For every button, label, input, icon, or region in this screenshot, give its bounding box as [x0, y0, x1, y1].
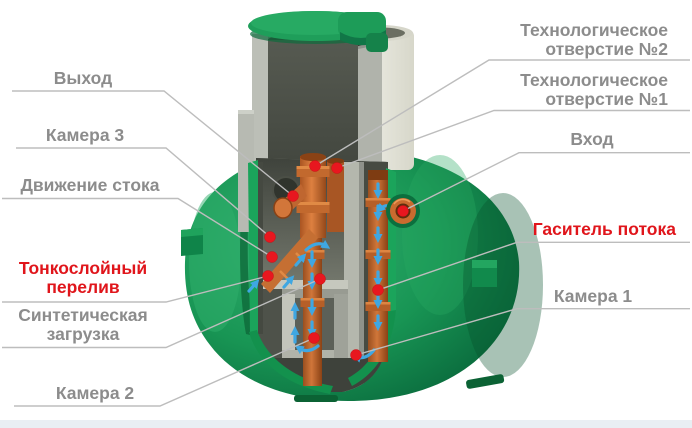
leader-gasitel	[377, 241, 690, 291]
label-chamber-1: Камера 1	[553, 286, 633, 306]
leader-lines	[2, 59, 690, 407]
left-lug-icon	[181, 228, 203, 256]
footer-strip	[0, 420, 692, 428]
label-flow-movement: Движение стока	[20, 175, 160, 195]
leader-vyhod	[12, 90, 294, 197]
leader-kamera1	[355, 308, 690, 356]
label-thin-layer-overflow: Тонкослойный перелив	[18, 258, 148, 297]
marker-dot	[262, 270, 274, 282]
leader-tehn2	[314, 59, 690, 167]
label-chamber-2: Камера 2	[55, 383, 135, 403]
marker-dot	[397, 205, 409, 217]
marker-dot	[331, 162, 343, 174]
label-synthetic-media: Синтетическая загрузка	[18, 305, 148, 344]
leader-sintet	[2, 278, 321, 349]
tank-lid	[248, 11, 388, 52]
marker-dot	[287, 190, 299, 202]
marker-dot	[264, 231, 276, 243]
label-service-opening-2: Технологическое отверстие №2	[520, 20, 668, 59]
marker-dot	[314, 273, 326, 285]
marker-dot	[372, 284, 384, 296]
leader-kamera2	[14, 337, 315, 407]
marker-dot	[350, 349, 362, 361]
label-inlet: Вход	[570, 129, 614, 149]
label-flow-damper: Гаситель потока	[532, 219, 676, 239]
right-lug-icon	[472, 260, 497, 287]
leader-dvizhenie	[2, 197, 273, 258]
leader-kamera3	[16, 147, 271, 238]
marker-dot	[266, 251, 278, 263]
leader-tehn1	[336, 109, 690, 169]
leader-tonkosloyny	[2, 275, 269, 303]
marker-dot	[308, 332, 320, 344]
marker-dot	[309, 160, 321, 172]
label-chamber-3: Камера 3	[45, 125, 125, 145]
inlet-drop-pipe	[365, 170, 391, 362]
label-service-opening-1: Технологическое отверстие №1	[520, 70, 668, 109]
lid-handle-icon	[338, 12, 386, 38]
flow-arrows	[247, 182, 399, 363]
marker-dots	[262, 160, 409, 361]
label-outlet: Выход	[53, 68, 113, 88]
leader-vhod	[402, 151, 690, 212]
